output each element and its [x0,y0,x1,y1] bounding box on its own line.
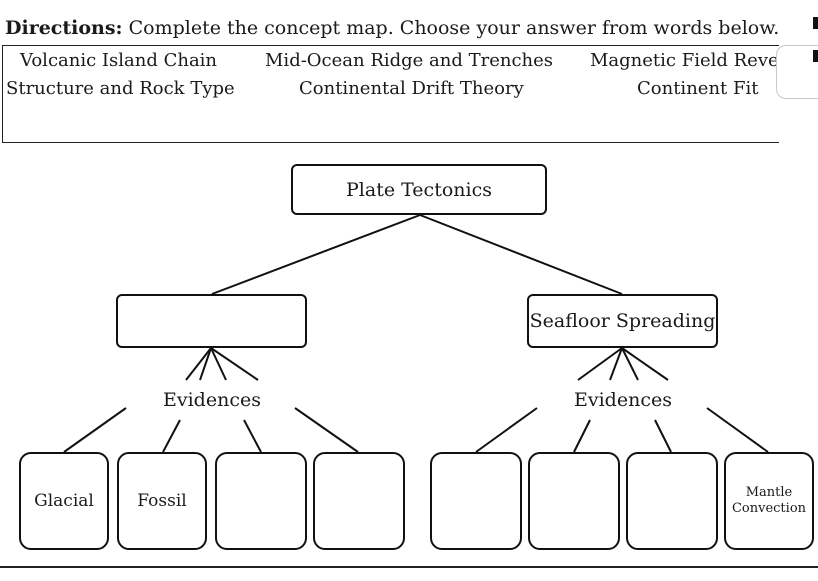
directions-label: Directions: [5,17,123,39]
word-bank-item: Mid-Ocean Ridge and Trenches [265,50,554,71]
root-node-label: Plate Tectonics [346,178,492,201]
connector-root-right [419,214,623,295]
left-link-label: Evidences [163,389,261,411]
word-bank-item: Magnetic Field Reve [590,50,779,71]
leaf-label: Fossil [137,491,187,511]
right-leaf-3[interactable] [626,452,718,550]
left-branch-node[interactable] [116,294,307,348]
word-bank-item: Continent Fit [637,78,759,99]
directions-text: Directions: Complete the concept map. Ch… [5,17,779,39]
right-branch-node: Seafloor Spreading [527,294,718,348]
right-leaf-2[interactable] [528,452,620,550]
word-bank-item: Continental Drift Theory [299,78,524,99]
connector-leaf [294,407,359,453]
connector-leaf [475,407,538,453]
word-bank-item: Volcanic Island Chain [20,50,218,71]
connector-fan [621,347,669,381]
right-branch-label: Seafloor Spreading [529,310,716,332]
connector-fan [609,347,623,381]
connector-leaf [573,419,591,453]
directions-instruction: Complete the concept map. Choose your an… [122,17,780,39]
left-leaf-2: Fossil [117,452,207,550]
right-link-label: Evidences [574,389,672,411]
overlay-card [776,45,818,99]
left-leaf-4[interactable] [313,452,405,550]
connector-fan [210,347,227,381]
left-leaf-1: Glacial [19,452,109,550]
connector-fan [185,347,212,381]
connector-leaf [706,407,769,453]
connector-leaf [63,407,127,453]
bottom-rule [0,566,818,568]
edge-marker [813,50,818,62]
connector-leaf [243,419,262,453]
connector-leaf [162,419,181,453]
connector-leaf [654,419,672,453]
word-bank-item: Structure and Rock Type [6,78,235,99]
connector-root-left [211,214,421,295]
leaf-label: Mantle Convection [731,485,807,516]
left-leaf-3[interactable] [215,452,307,550]
connector-fan [577,347,623,381]
root-node: Plate Tectonics [291,164,547,215]
right-leaf-4: Mantle Convection [724,452,814,550]
word-bank: Volcanic Island Chain Mid-Ocean Ridge an… [2,45,779,143]
connector-fan [621,347,639,381]
connector-fan [210,347,259,381]
leaf-label: Glacial [34,491,94,511]
edge-marker [813,17,818,29]
right-leaf-1[interactable] [430,452,522,550]
connector-fan [199,347,212,381]
